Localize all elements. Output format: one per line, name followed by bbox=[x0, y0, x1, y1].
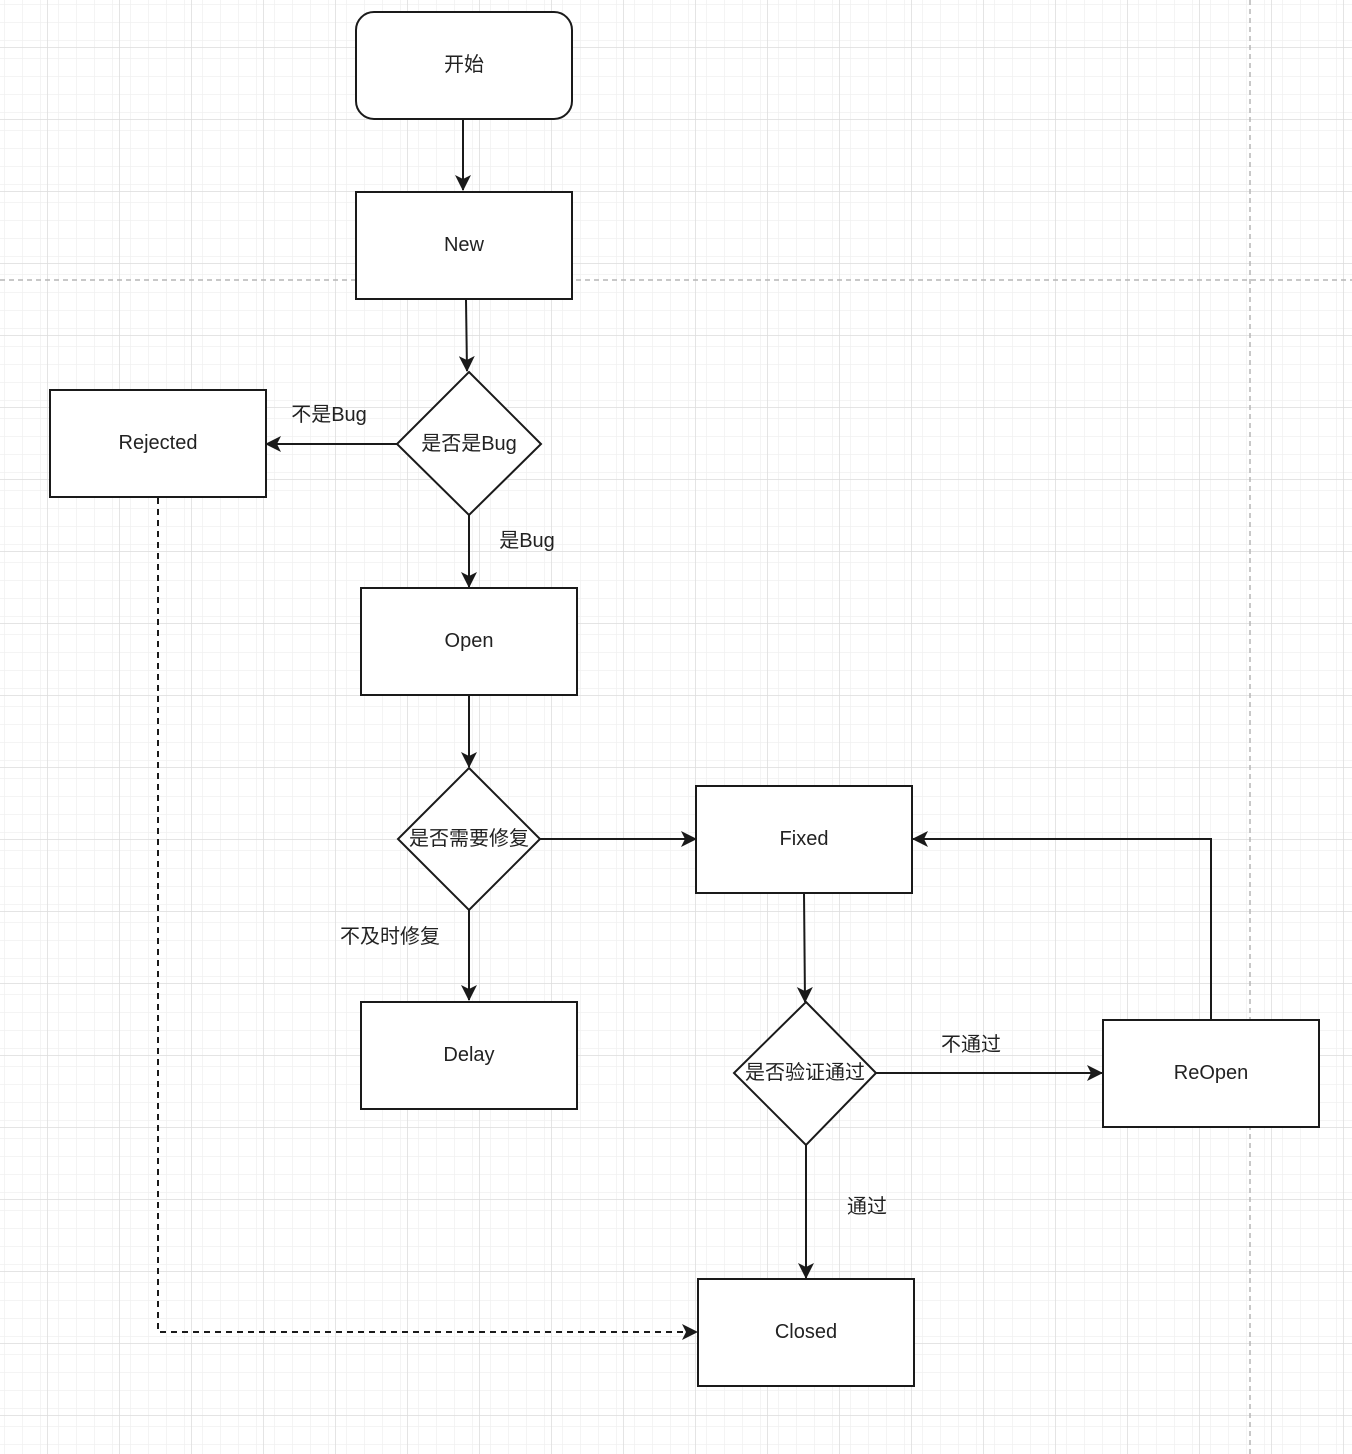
start-label: 开始 bbox=[444, 53, 484, 76]
edge-label-not-pass: 不通过 bbox=[941, 1033, 1001, 1056]
edge-fixed-verify[interactable] bbox=[796, 892, 813, 1003]
edge-label-delay-fix: 不及时修复 bbox=[340, 925, 440, 948]
edge-label-pass: 通过 bbox=[847, 1195, 887, 1218]
edge-new-isbug[interactable] bbox=[458, 299, 475, 372]
edge-reopen-fixed[interactable] bbox=[912, 831, 1212, 1020]
node-need-fix[interactable]: 是否需要修复 bbox=[396, 766, 542, 912]
fixed-label: Fixed bbox=[780, 828, 829, 850]
new-shape[interactable] bbox=[355, 191, 573, 300]
node-verify[interactable]: 是否验证通过 bbox=[732, 1000, 878, 1147]
verify-shape[interactable] bbox=[732, 1000, 878, 1147]
node-rejected[interactable]: Rejected bbox=[49, 389, 267, 498]
closed-shape[interactable] bbox=[697, 1278, 915, 1387]
verify-label: 是否验证通过 bbox=[745, 1061, 865, 1084]
node-is-bug[interactable]: 是否是Bug bbox=[395, 370, 543, 517]
closed-label: Closed bbox=[775, 1321, 837, 1343]
need-fix-label: 是否需要修复 bbox=[409, 827, 529, 850]
reopen-shape[interactable] bbox=[1102, 1019, 1320, 1128]
is-bug-shape[interactable] bbox=[395, 370, 543, 517]
edge-rejected-closed[interactable] bbox=[157, 498, 698, 1340]
open-shape[interactable] bbox=[360, 587, 578, 696]
node-fixed[interactable]: Fixed bbox=[695, 785, 913, 894]
node-start[interactable]: 开始 bbox=[355, 11, 573, 120]
edges bbox=[157, 120, 1212, 1340]
delay-shape[interactable] bbox=[360, 1001, 578, 1110]
edge-label-not-bug: 不是Bug bbox=[291, 404, 367, 426]
start-shape[interactable] bbox=[355, 11, 573, 120]
node-open[interactable]: Open bbox=[360, 587, 578, 696]
edge-label-is-bug: 是Bug bbox=[499, 530, 555, 552]
new-label: New bbox=[444, 234, 485, 256]
node-closed[interactable]: Closed bbox=[697, 1278, 915, 1387]
node-new[interactable]: New bbox=[355, 191, 573, 300]
open-label: Open bbox=[445, 630, 494, 652]
rejected-shape[interactable] bbox=[49, 389, 267, 498]
node-delay[interactable]: Delay bbox=[360, 1001, 578, 1110]
delay-label: Delay bbox=[443, 1044, 494, 1066]
node-reopen[interactable]: ReOpen bbox=[1102, 1019, 1320, 1128]
is-bug-label: 是否是Bug bbox=[421, 433, 517, 455]
need-fix-shape[interactable] bbox=[396, 766, 542, 912]
fixed-shape[interactable] bbox=[695, 785, 913, 894]
reopen-label: ReOpen bbox=[1174, 1062, 1249, 1084]
rejected-label: Rejected bbox=[119, 432, 198, 454]
